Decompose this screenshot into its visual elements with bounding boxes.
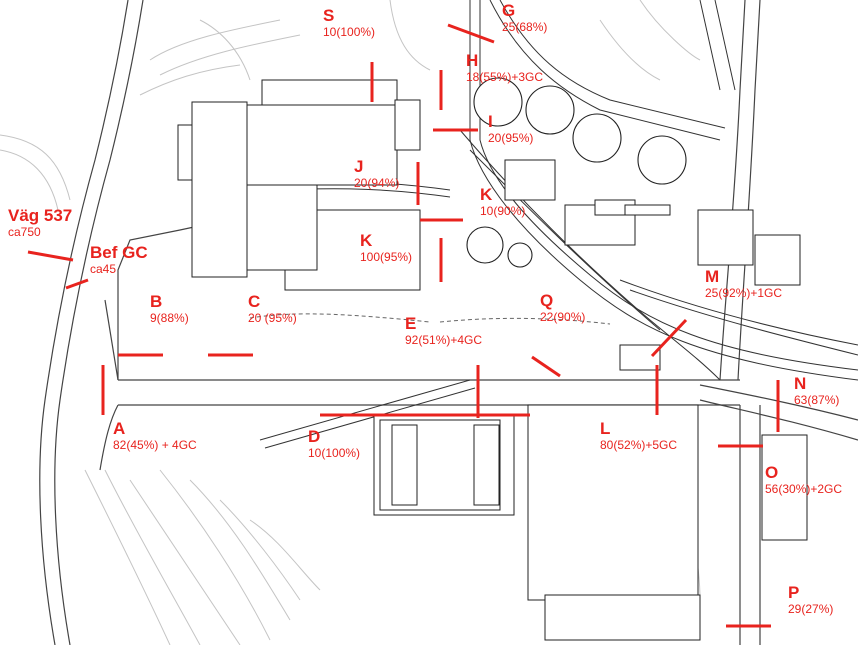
label-G-value: 25(68%) (502, 20, 548, 34)
label-G-code: G (502, 1, 516, 20)
buildings (177, 79, 808, 641)
label-B-value: 9(88%) (150, 311, 189, 325)
label-J-code: J (354, 157, 364, 176)
label-G: G 25(68%) (502, 2, 547, 33)
label-O: O 56(30%)+2GC (765, 464, 842, 495)
label-S: S 10(100%) (323, 7, 375, 38)
label-A-value: 82(45%) + 4GC (113, 438, 197, 452)
label-K-lower: K 100(95%) (360, 232, 412, 263)
label-K-lower-code: K (360, 231, 373, 250)
label-bef-gc: Bef GC ca45 (90, 244, 148, 275)
label-E-code: E (405, 314, 417, 333)
label-Q-code: Q (540, 291, 554, 310)
label-P-value: 29(27%) (788, 602, 834, 616)
label-B: B 9(88%) (150, 293, 189, 324)
label-I-value: 20(95%) (488, 131, 534, 145)
label-B-code: B (150, 292, 163, 311)
label-P-code: P (788, 583, 800, 602)
label-S-value: 10(100%) (323, 25, 376, 39)
label-P: P 29(27%) (788, 584, 833, 615)
label-L: L 80(52%)+5GC (600, 420, 677, 451)
label-C: C 20 (95%) (248, 293, 297, 324)
label-O-value: 56(30%)+2GC (765, 482, 843, 496)
label-H-code: H (466, 51, 479, 70)
label-M-value: 25(92%)+1GC (705, 286, 783, 300)
label-K-upper-code: K (480, 185, 493, 204)
label-Q: Q 22(90%) (540, 292, 585, 323)
label-I: I 20(95%) (488, 113, 533, 144)
label-O-code: O (765, 463, 779, 482)
label-vag-537-code: Väg 537 (8, 206, 73, 225)
label-L-value: 80(52%)+5GC (600, 438, 678, 452)
label-bef-gc-value: ca45 (90, 262, 117, 276)
label-vag-537-value: ca750 (8, 225, 41, 239)
marker-Q (531, 355, 561, 378)
label-Q-value: 22(90%) (540, 310, 586, 324)
label-A: A 82(45%) + 4GC (113, 420, 197, 451)
marker-V (27, 250, 74, 262)
label-J-value: 20(94%) (354, 176, 400, 190)
label-M-code: M (705, 267, 720, 286)
label-I-code: I (488, 112, 493, 131)
label-C-code: C (248, 292, 261, 311)
label-N-value: 63(87%) (794, 393, 840, 407)
label-K-lower-value: 100(95%) (360, 250, 413, 264)
label-N: N 63(87%) (794, 375, 839, 406)
storage-tanks (466, 77, 687, 268)
label-S-code: S (323, 6, 335, 25)
label-D-value: 10(100%) (308, 446, 361, 460)
label-N-code: N (794, 374, 807, 393)
marker-GC (65, 278, 89, 290)
marker-M (650, 318, 688, 358)
label-vag-537: Väg 537 ca750 (8, 207, 72, 238)
platforms (249, 313, 611, 325)
label-K-upper-value: 10(90%) (480, 204, 526, 218)
label-bef-gc-code: Bef GC (90, 243, 148, 262)
marker-G (447, 23, 495, 44)
label-D: D 10(100%) (308, 428, 360, 459)
label-H-value: 18(55%)+3GC (466, 70, 544, 84)
label-J: J 20(94%) (354, 158, 399, 189)
label-L-code: L (600, 419, 611, 438)
label-K-upper: K 10(90%) (480, 186, 525, 217)
label-E: E 92(51%)+4GC (405, 315, 482, 346)
label-M: M 25(92%)+1GC (705, 268, 782, 299)
label-C-value: 20 (95%) (248, 311, 297, 325)
label-H: H 18(55%)+3GC (466, 52, 543, 83)
label-D-code: D (308, 427, 321, 446)
railway-tracks (249, 0, 858, 449)
label-E-value: 92(51%)+4GC (405, 333, 483, 347)
label-A-code: A (113, 419, 126, 438)
